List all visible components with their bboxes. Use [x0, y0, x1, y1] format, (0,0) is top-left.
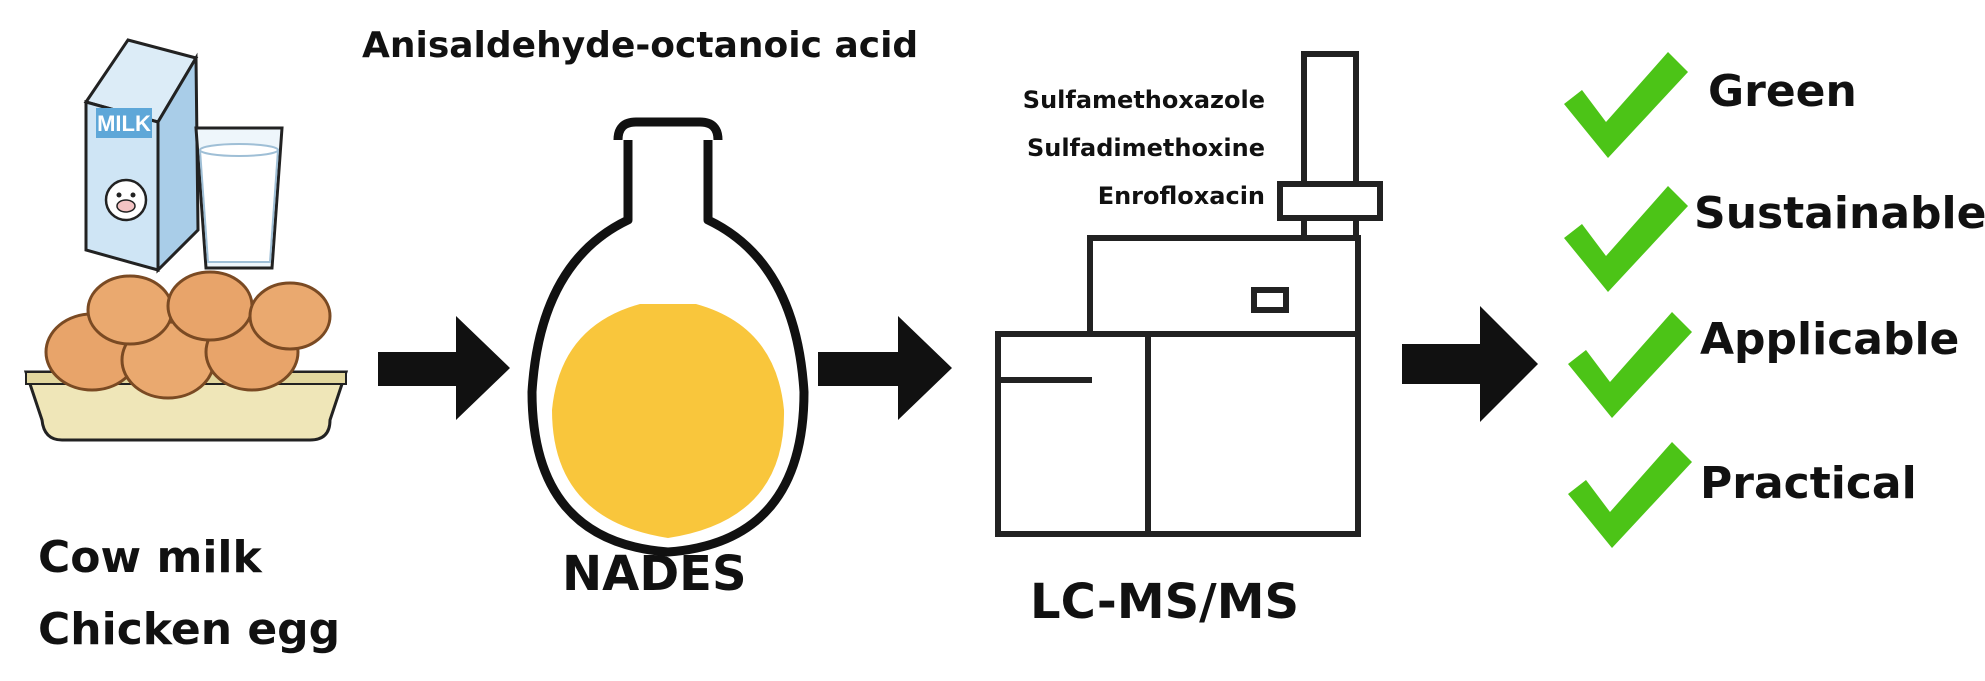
- instrument-label: LC-MS/MS: [1030, 574, 1300, 630]
- benefit-label-applicable: Applicable: [1700, 314, 1960, 365]
- milk-carton-icon: MILK: [83, 38, 200, 274]
- benefit-label-practical: Practical: [1700, 458, 1917, 509]
- arrow-right-icon: [1402, 306, 1538, 422]
- sample-label-cow-milk: Cow milk: [38, 532, 262, 583]
- lc-ms-instrument-icon: [995, 51, 1383, 537]
- analyte-label: Sulfamethoxazole: [1022, 86, 1265, 114]
- milk-carton-label: MILK: [97, 111, 151, 136]
- benefit-label-green: Green: [1708, 66, 1857, 117]
- arrow-right-icon: [818, 316, 952, 420]
- solvent-label: NADES: [562, 546, 747, 602]
- check-icon: [1568, 442, 1692, 548]
- milk-glass-icon: [194, 126, 284, 270]
- sample-label-chicken-egg: Chicken egg: [38, 604, 341, 655]
- egg-tray-icon: [23, 270, 349, 442]
- check-icon: [1564, 52, 1688, 158]
- benefit-label-sustainable: Sustainable: [1694, 188, 1985, 239]
- arrow-right-icon: [378, 316, 510, 420]
- analyte-label: Enrofloxacin: [1097, 182, 1265, 210]
- flask-icon: [527, 117, 809, 557]
- check-icon: [1568, 312, 1692, 418]
- analyte-label: Sulfadimethoxine: [1026, 134, 1265, 162]
- check-icon: [1564, 186, 1688, 292]
- reagent-label: Anisaldehyde-octanoic acid: [362, 25, 919, 66]
